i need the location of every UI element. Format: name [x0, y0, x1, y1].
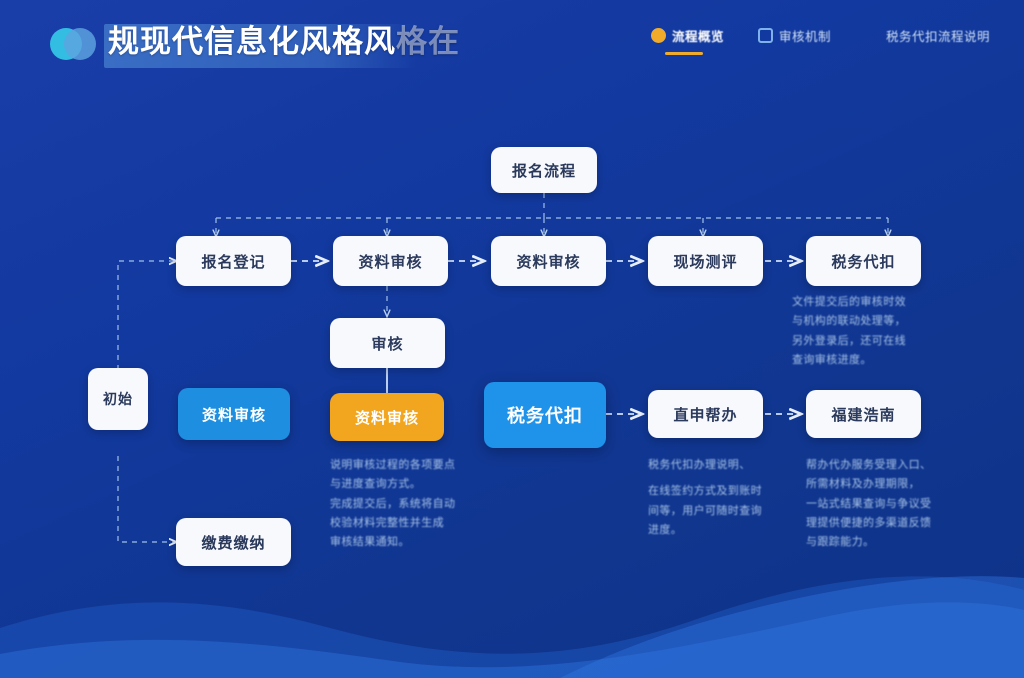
flow-node-doc-review-active[interactable]: 资料审核: [330, 393, 444, 441]
flow-node-label: 资料审核: [354, 409, 419, 427]
brand: 规现代信息化风格风格在: [48, 18, 468, 70]
flow-node-entry[interactable]: 初始: [88, 368, 148, 430]
flow-node-direct-service[interactable]: 直申帮办: [648, 390, 763, 438]
flow-node-label: 税务代扣: [831, 253, 896, 271]
flow-node-onsite-eval[interactable]: 现场测评: [648, 236, 763, 286]
flow-node-label: 资料审核: [358, 253, 423, 271]
nav-item-audit-mechanism[interactable]: 审核机制: [757, 26, 831, 55]
outline-square-icon: [757, 28, 773, 43]
flow-diagram: 报名流程 初始 报名登记 资料审核 资料审核 现场测评 税务代扣 审核 资料审核: [0, 88, 1024, 678]
flow-node-root[interactable]: 报名流程: [491, 147, 597, 193]
page-header: 规现代信息化风格风格在 流程概览 审核机制 税务代扣流程说明: [0, 0, 1024, 88]
flow-node-label: 报名流程: [511, 162, 576, 180]
flow-node-label: 报名登记: [201, 253, 266, 271]
flow-node-doc-review-2[interactable]: 资料审核: [491, 236, 606, 286]
flow-node-tax-withholding-active[interactable]: 税务代扣: [484, 382, 606, 448]
nav-item-label: 审核机制: [778, 30, 831, 44]
flow-node-label: 福建浩南: [831, 406, 896, 424]
nav-item-flow-overview[interactable]: 流程概览: [650, 26, 724, 55]
flow-connectors: [117, 193, 1024, 678]
flow-node-label: 审核: [371, 335, 404, 353]
flow-node-tax-withholding-top[interactable]: 税务代扣: [806, 236, 921, 286]
overlapping-circles-logo-icon: [48, 22, 96, 66]
nav-item-label: 流程概览: [671, 30, 724, 44]
flow-node-label: 缴费缴纳: [201, 534, 266, 552]
title-highlight-bar: [104, 24, 416, 68]
flow-node-registration[interactable]: 报名登记: [176, 236, 291, 286]
pill-icon: [650, 28, 666, 43]
page-title-text: 规现代信息化风格风: [108, 24, 396, 59]
flow-node-partner[interactable]: 福建浩南: [806, 390, 921, 438]
flow-node-audit[interactable]: 审核: [330, 318, 445, 368]
flow-node-label: 现场测评: [673, 253, 738, 271]
flow-node-doc-review-1[interactable]: 资料审核: [333, 236, 448, 286]
nav-item-label: 税务代扣流程说明: [885, 30, 990, 44]
flow-node-payment[interactable]: 缴费缴纳: [176, 518, 291, 566]
ghost-icon: [865, 28, 880, 43]
flow-node-label: 税务代扣: [507, 406, 583, 426]
flow-node-label: 资料审核: [516, 253, 581, 271]
flow-node-label: 资料审核: [201, 406, 266, 424]
top-navigation: 流程概览 审核机制 税务代扣流程说明: [650, 26, 990, 55]
page-title: 规现代信息化风格风格在: [104, 18, 468, 70]
active-nav-underline: [664, 52, 703, 55]
nav-item-tax-withholding[interactable]: 税务代扣流程说明: [865, 26, 990, 55]
page-title-text-faded: 格在: [396, 24, 460, 59]
flow-node-label: 直申帮办: [673, 406, 738, 424]
flow-node-doc-review-highlight[interactable]: 资料审核: [178, 388, 290, 440]
flow-node-label: 初始: [103, 391, 133, 407]
